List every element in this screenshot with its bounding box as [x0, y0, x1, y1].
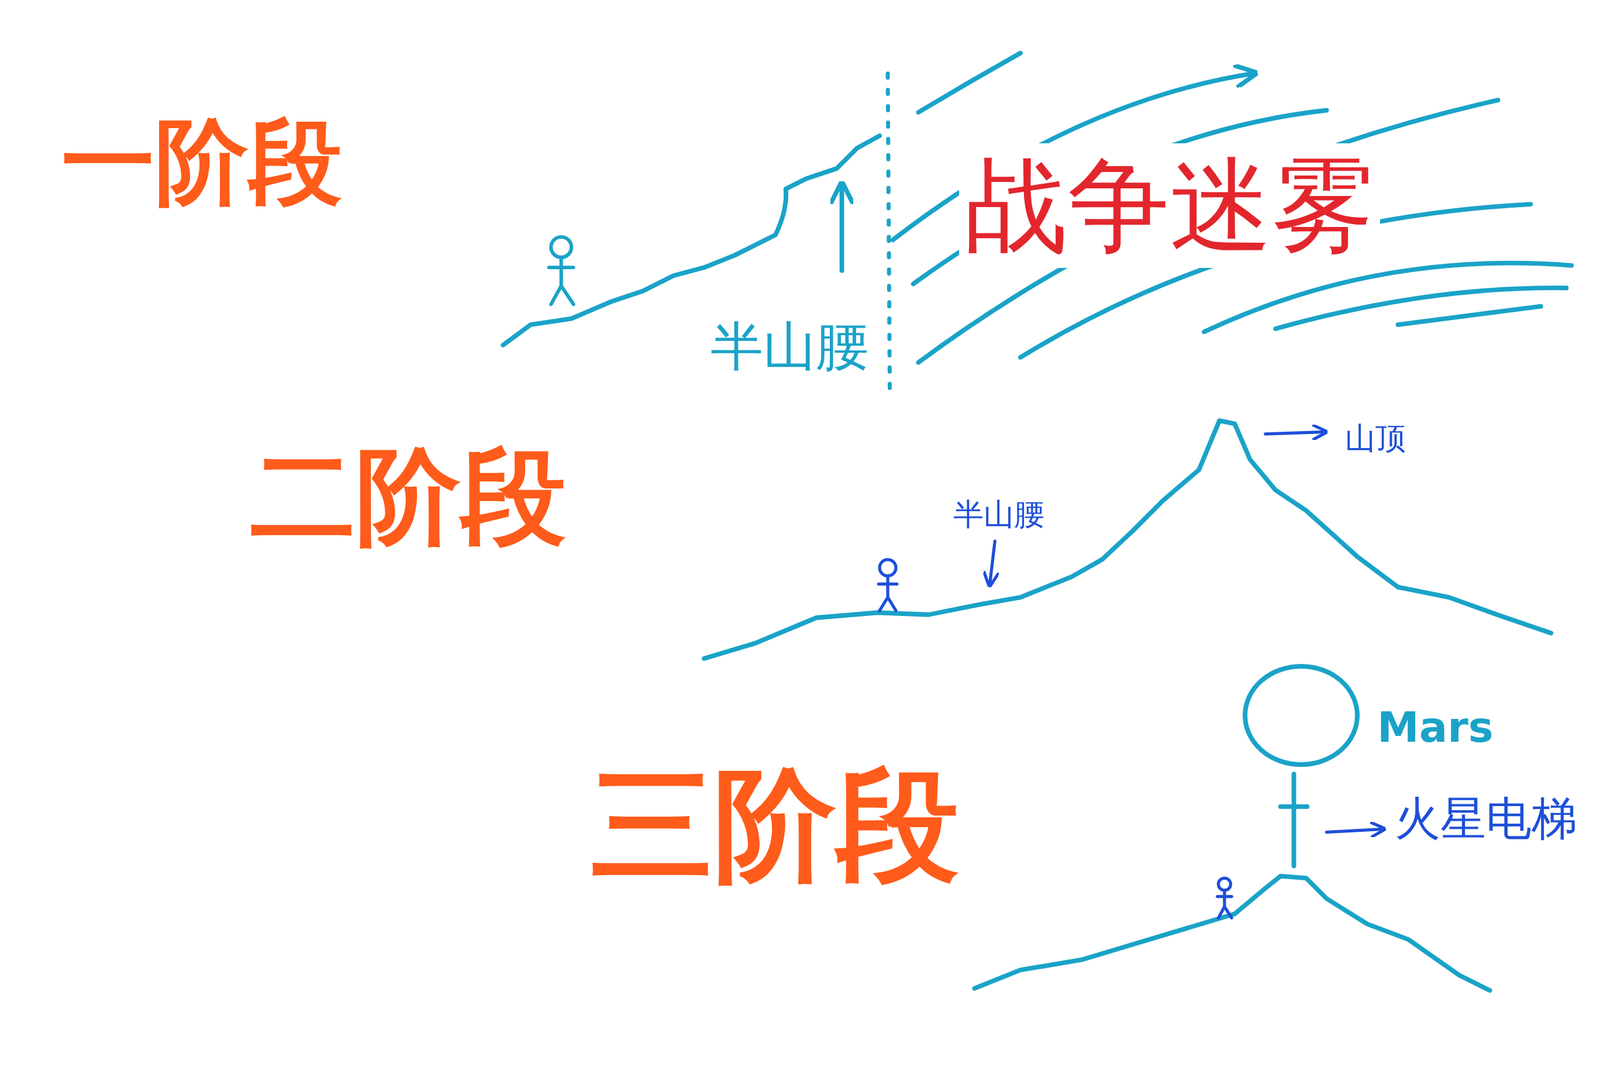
midslope-label: 半山腰	[710, 315, 869, 377]
fog-hatch	[1204, 263, 1572, 333]
mountain-profile	[704, 420, 1551, 659]
planet-circle-outline	[1245, 666, 1358, 765]
fog-hatch	[1275, 287, 1567, 329]
stick-figure	[549, 236, 574, 305]
up-arrow	[839, 185, 845, 271]
midslope-label: 半山腰	[953, 497, 1045, 533]
space-elevator	[1280, 773, 1308, 866]
stick-figure	[878, 559, 897, 611]
stage-title: 三阶段	[590, 754, 960, 896]
leader-arrow	[1265, 431, 1325, 434]
stage-title: 一阶段	[61, 108, 343, 216]
fog-boundary	[887, 73, 890, 393]
fog-hatch	[918, 53, 1020, 113]
planet-circle: Mars	[1242, 663, 1500, 767]
stage-title: 二阶段	[250, 435, 567, 557]
mountain-profile	[974, 876, 1490, 991]
fog-hatch	[1398, 306, 1541, 325]
elevator-label: 火星电梯	[1394, 792, 1578, 846]
planet-outline	[1242, 663, 1360, 767]
leader-arrow	[990, 540, 996, 584]
fog-label: 战争迷雾	[959, 143, 1381, 268]
leader-arrow	[1326, 828, 1383, 832]
stick-figure	[1217, 877, 1232, 918]
mountain-slope	[502, 135, 880, 346]
summit-label: 山顶	[1345, 421, 1406, 457]
planet-name: Mars	[1377, 702, 1494, 752]
